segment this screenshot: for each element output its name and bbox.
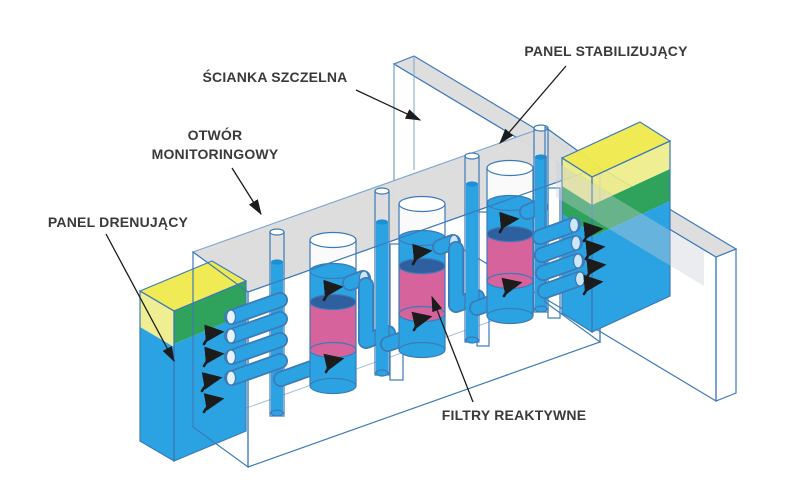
pipe-cap: [225, 328, 237, 344]
label-monitoring-well-line2: MONITORINGOWY: [152, 146, 279, 162]
monitoring-tube-2: [374, 187, 390, 377]
flow-arrow: [582, 274, 604, 296]
label-sheet-pile-wall: ŚCIANKA SZCZELNA: [202, 68, 347, 85]
leader-drainage-panel: [105, 233, 175, 363]
leader-stabilizing-panel: [499, 65, 567, 144]
stabilizing-panel-box: [556, 121, 704, 334]
pipe-cap: [225, 349, 237, 365]
label-reactive-filters: FILTRY REAKTYWNE: [442, 407, 587, 423]
label-drainage-panel: PANEL DRENUJĄCY: [48, 214, 189, 230]
leader-sheet-pile-wall: [355, 89, 422, 121]
pipe-cap: [570, 235, 582, 251]
flow-arrow: [322, 279, 344, 302]
flow-arrow: [202, 346, 225, 368]
annotations: ŚCIANKA SZCZELNA PANEL STABILIZUJĄCY OTW…: [48, 43, 688, 423]
sheet-pile-wall-end-face: [715, 248, 737, 402]
flow-arrow: [411, 311, 433, 332]
flow-arrow: [584, 239, 606, 261]
flow-arrow: [200, 372, 223, 393]
filter-cylinder-3: [486, 159, 534, 325]
label-monitoring-well-line1: OTWÓR: [188, 126, 243, 143]
label-stabilizing-panel: PANEL STABILIZUJĄCY: [524, 43, 688, 59]
pipes-into-stabilizing-panel: [532, 217, 607, 299]
sheet-pile-wall-overlay: [556, 162, 704, 286]
leader-monitoring-well: [231, 167, 262, 216]
flow-arrow: [411, 243, 433, 266]
trench-left-end-wall: [192, 250, 249, 469]
pipe-cap: [568, 217, 580, 233]
flow-arrow: [501, 277, 523, 298]
pipe-cap: [572, 253, 584, 269]
pipe-cap: [574, 271, 586, 287]
trench-back-bottom-edge: [192, 301, 546, 428]
flow-arrow: [323, 353, 345, 374]
flow-arrow: [202, 324, 225, 346]
leader-reactive-filters: [431, 295, 474, 403]
flow-arrow: [582, 221, 604, 243]
pipes-from-drainage-panel: [200, 292, 288, 414]
flow-arrow: [498, 211, 520, 234]
pipe-cap: [225, 370, 237, 386]
filter-cylinder-2: [398, 195, 446, 359]
flow-arrow: [202, 393, 225, 414]
filter-cylinder-1: [309, 231, 357, 395]
pipe-cap: [225, 309, 237, 325]
